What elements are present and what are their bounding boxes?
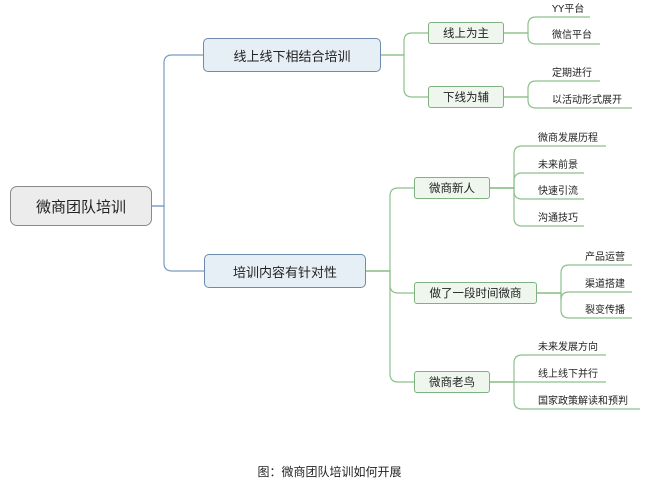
connector-root-branch2 xyxy=(152,205,204,272)
leaf-activity: 以活动形式展开 xyxy=(552,95,622,106)
connector-b1-c2 xyxy=(381,54,428,98)
connector-c12-l2 xyxy=(504,96,540,109)
figure-caption: 图：微商团队培训如何开展 xyxy=(257,465,402,479)
leaf-future: 未来前景 xyxy=(538,160,578,171)
connector-b2-c3 xyxy=(366,270,414,383)
connector-root-branch1 xyxy=(152,54,203,207)
leaf-policy: 国家政策解读和预判 xyxy=(538,396,628,407)
leaf-regular: 定期进行 xyxy=(552,68,592,79)
connector-c21-l3 xyxy=(490,187,530,200)
connector-c21-l2 xyxy=(490,172,530,189)
node-offline-secondary: 下线为辅 xyxy=(428,86,504,108)
root-node: 微商团队培训 xyxy=(10,186,152,226)
connector-c21-l4 xyxy=(490,187,530,227)
connector-c22-l1 xyxy=(537,264,577,294)
leaf-traffic: 快速引流 xyxy=(538,186,578,197)
leaf-wechat: 微信平台 xyxy=(552,30,592,41)
leaf-yy: YY平台 xyxy=(552,4,585,15)
branch-online-offline: 线上线下相结合培训 xyxy=(203,38,381,72)
node-experienced: 做了一段时间微商 xyxy=(414,282,537,304)
connector-c21-l1 xyxy=(490,145,530,189)
leaf-communication: 沟通技巧 xyxy=(538,213,578,224)
node-veterans: 微商老鸟 xyxy=(414,371,490,393)
branch-targeted-content: 培训内容有针对性 xyxy=(204,254,366,288)
leaf-channel: 渠道搭建 xyxy=(585,279,625,290)
leaf-fission: 裂变传播 xyxy=(585,305,625,316)
connector-c22-l3 xyxy=(537,292,577,319)
node-newcomers: 微商新人 xyxy=(414,177,490,199)
connector-c12-l1 xyxy=(504,80,540,98)
leaf-operation: 产品运营 xyxy=(585,252,625,263)
leaf-direction: 未来发展方向 xyxy=(538,342,598,353)
connector-c23-l3 xyxy=(490,381,530,410)
node-online-main: 线上为主 xyxy=(428,22,504,44)
leaf-history: 微商发展历程 xyxy=(538,133,598,144)
connector-b1-c1 xyxy=(381,32,428,56)
connector-c11-l1 xyxy=(504,16,540,34)
connector-b2-c1 xyxy=(366,187,414,272)
connector-c23-l1 xyxy=(490,354,530,383)
connector-c11-l2 xyxy=(504,32,540,45)
leaf-parallel: 线上线下并行 xyxy=(538,369,598,380)
